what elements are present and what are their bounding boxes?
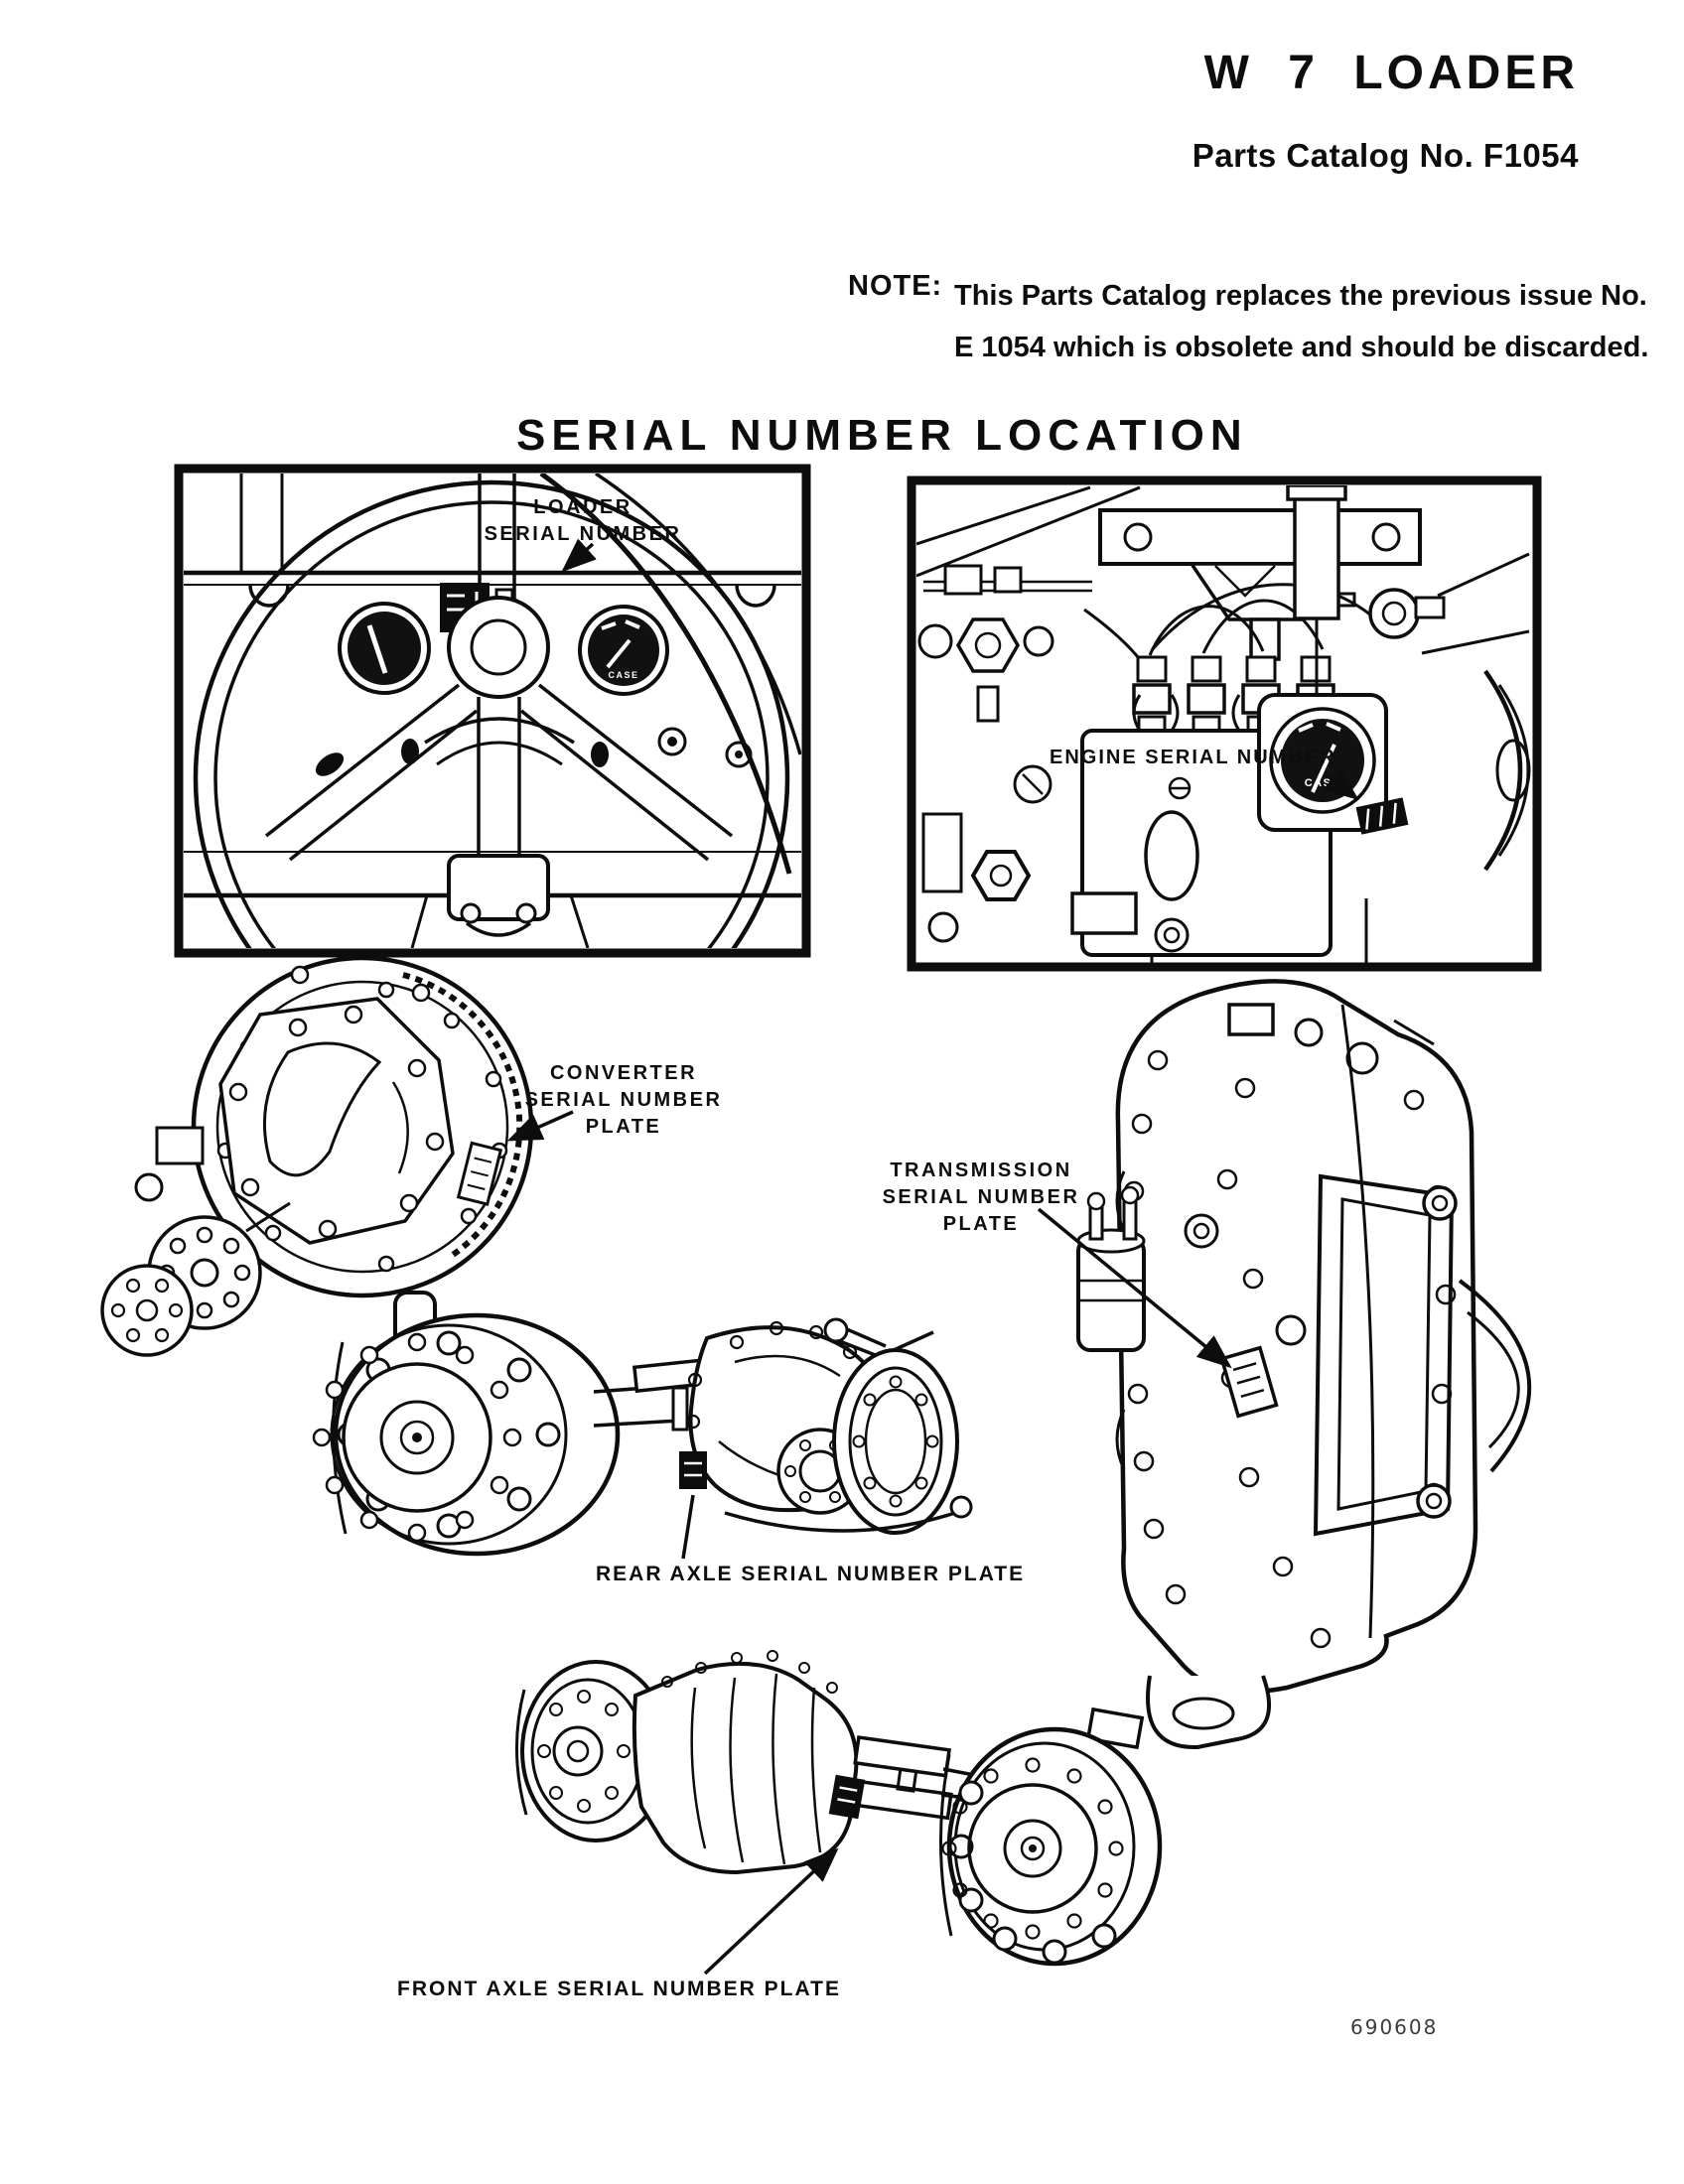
engine-frame — [907, 476, 1542, 972]
ring-gear-teeth — [402, 972, 523, 1258]
catalog-number: Parts Catalog No. F1054 — [1192, 137, 1579, 174]
transmission-callout-line-3: PLATE — [942, 1213, 1020, 1235]
loader-callout: LOADER SERIAL NUMBER — [449, 494, 717, 548]
transmission-callout: TRANSMISSION SERIAL NUMBER PLATE — [867, 1158, 1095, 1238]
converter-callout-line-1: CONVERTER — [549, 1062, 698, 1084]
engine-callout: ENGINE SERIAL NUMBER — [1050, 747, 1336, 768]
note-line-1: This Parts Catalog replaces the previous… — [954, 280, 1647, 312]
front-axle-callout: FRONT AXLE SERIAL NUMBER PLATE — [397, 1978, 841, 2000]
dashboard-illustration: CASE — [174, 464, 811, 958]
engine-illustration: CASE — [907, 476, 1542, 972]
front-axle-right-drum — [946, 1726, 1163, 1967]
dashboard-frame — [174, 464, 811, 958]
steering-wheel-rim — [193, 479, 790, 948]
rear-axle-callout-leader — [681, 1494, 695, 1560]
loader-callout-arrow — [561, 538, 597, 573]
converter-callout-line-2: SERIAL NUMBER — [524, 1089, 723, 1111]
front-axle-illustration — [515, 1650, 1163, 1976]
rear-axle-callout: REAR AXLE SERIAL NUMBER PLATE — [596, 1563, 1026, 1585]
converter-callout: CONVERTER SERIAL NUMBER PLATE — [509, 1060, 738, 1141]
gauge-brand-text: CASE — [608, 670, 638, 680]
document-number: 690608 — [1350, 2015, 1439, 2039]
converter-rim-bolts — [216, 981, 508, 1273]
rear-axle-serial-plate — [679, 1451, 707, 1489]
engine-serial-plate — [1355, 797, 1409, 835]
converter-callout-line-3: PLATE — [585, 1116, 662, 1138]
transmission-housing — [1115, 979, 1478, 1695]
page-title: W 7 LOADER — [1203, 47, 1579, 99]
fuel-gauge: CASE — [578, 605, 669, 696]
left-gauge — [338, 602, 431, 695]
note-label: NOTE: — [848, 270, 943, 302]
transmission-serial-plate — [1219, 1345, 1279, 1419]
converter-callout-arrow — [506, 1110, 574, 1142]
note-line-2: E 1054 which is obsolete and should be d… — [954, 332, 1649, 363]
loader-callout-line-2: SERIAL NUMBER — [484, 523, 682, 545]
rear-axle-illustration — [312, 1312, 973, 1560]
section-heading: SERIAL NUMBER LOCATION — [516, 411, 1248, 460]
transmission-callout-arrow — [1037, 1207, 1232, 1369]
converter-illustration — [100, 955, 574, 1378]
note-text: This Parts Catalog replaces the previous… — [954, 270, 1648, 373]
front-axle-serial-plate — [828, 1774, 866, 1820]
loader-callout-line-1: LOADER — [533, 496, 632, 518]
transmission-illustration — [1037, 979, 1532, 1750]
transmission-callout-line-2: SERIAL NUMBER — [882, 1186, 1080, 1208]
front-axle-callout-arrow — [703, 1847, 839, 1976]
engine-callout-arrow — [1323, 767, 1359, 801]
converter-serial-plate — [456, 1141, 503, 1206]
front-axle-differential — [632, 1661, 859, 1875]
transmission-callout-line-1: TRANSMISSION — [890, 1160, 1072, 1181]
